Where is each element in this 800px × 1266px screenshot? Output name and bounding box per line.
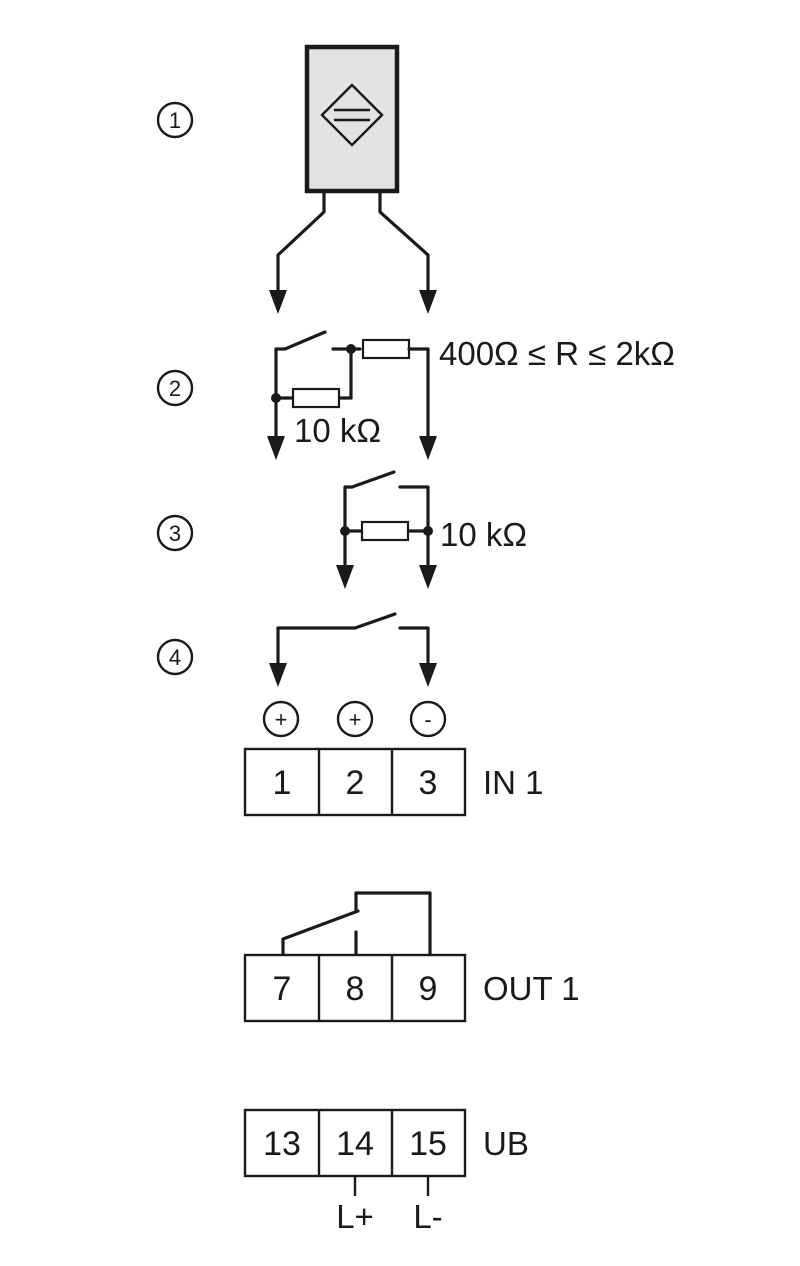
terminal-block-in1: 1 2 3 — [243, 747, 467, 817]
terminal-7: 7 — [273, 970, 292, 1008]
option-marker-2-text: 2 — [169, 376, 181, 401]
polarity-marker-1: + — [262, 700, 300, 738]
option-3-circuit — [336, 470, 437, 589]
contact-switch-2 — [283, 330, 327, 351]
option-marker-2: 2 — [156, 369, 194, 407]
option-marker-3: 3 — [156, 514, 194, 552]
parallel-resistor-label-2: 10 kΩ — [294, 412, 381, 449]
parallel-resistor-label-3: 10 kΩ — [440, 516, 527, 553]
terminal-2: 2 — [346, 764, 365, 802]
sensor-wire-right — [378, 191, 437, 314]
supply-l-plus: L+ — [336, 1198, 374, 1235]
series-resistor-label: 400Ω ≤ R ≤ 2kΩ — [439, 335, 675, 372]
out1-label: OUT 1 — [483, 970, 580, 1007]
sensor-wire-left — [269, 191, 326, 314]
terminal-14: 14 — [336, 1125, 374, 1163]
option-marker-1-text: 1 — [169, 108, 181, 133]
terminal-13: 13 — [263, 1125, 301, 1163]
polarity-marker-3: - — [409, 700, 447, 738]
option-2-circuit — [267, 330, 437, 460]
option-marker-4: 4 — [156, 638, 194, 676]
in1-label: IN 1 — [483, 764, 544, 801]
out1-relay-contact — [281, 891, 432, 957]
svg-text:-: - — [424, 707, 431, 732]
inductive-proximity-sensor-icon — [304, 44, 400, 194]
terminal-9: 9 — [419, 970, 438, 1008]
resistor-10k-2 — [291, 387, 341, 409]
terminal-block-ub: 13 14 15 — [243, 1108, 467, 1178]
option-marker-3-text: 3 — [169, 521, 181, 546]
ub-label: UB — [483, 1125, 529, 1162]
terminal-1: 1 — [273, 764, 292, 802]
terminal-15: 15 — [409, 1125, 447, 1163]
resistor-series — [361, 338, 411, 360]
svg-text:+: + — [349, 707, 362, 732]
option-marker-4-text: 4 — [169, 645, 181, 670]
option-4-circuit — [269, 612, 437, 687]
contact-switch-4 — [353, 612, 397, 630]
supply-leads — [353, 1176, 430, 1196]
terminal-3: 3 — [419, 764, 438, 802]
resistor-10k-3 — [360, 520, 410, 542]
terminal-8: 8 — [346, 970, 365, 1008]
option-marker-1: 1 — [156, 101, 194, 139]
terminal-block-out1: 7 8 9 — [243, 953, 467, 1023]
contact-switch-3 — [350, 470, 396, 489]
polarity-marker-2: + — [336, 700, 374, 738]
supply-l-minus: L- — [413, 1198, 442, 1235]
svg-text:+: + — [275, 707, 288, 732]
